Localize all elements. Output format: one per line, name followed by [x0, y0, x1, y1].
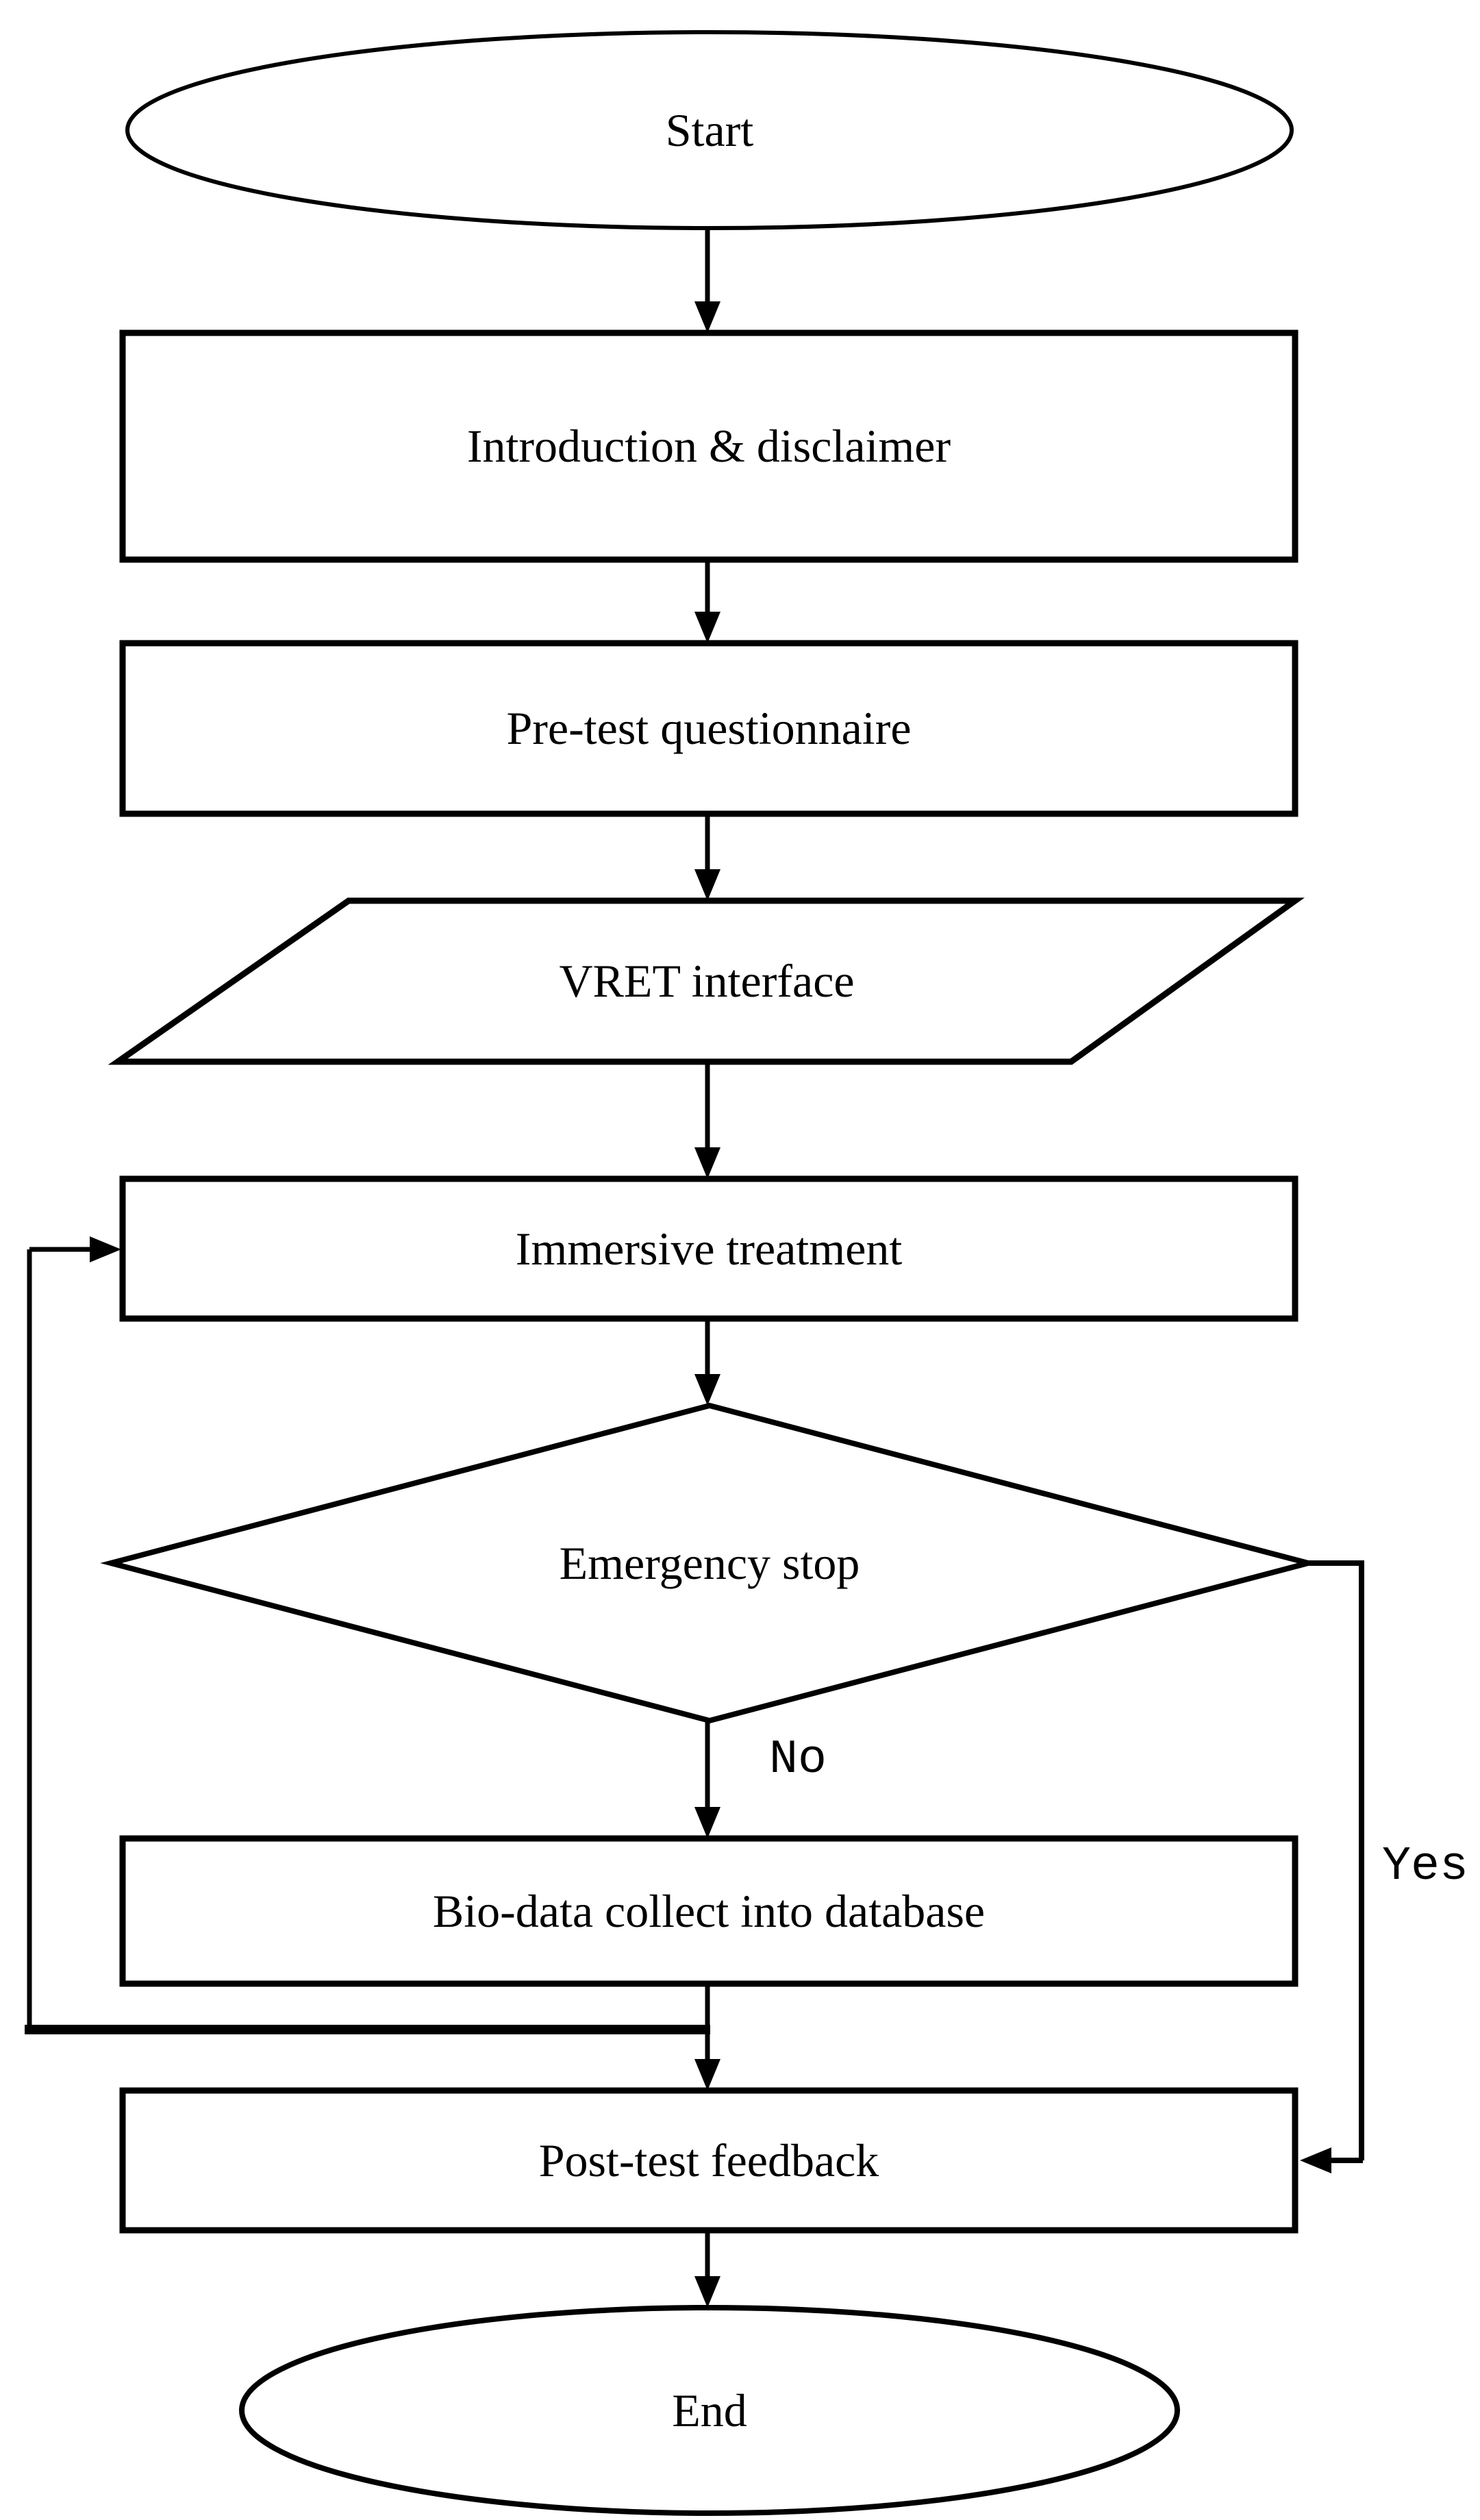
emergency-label: Emergency stop	[559, 1537, 860, 1589]
posttest-process-shape	[119, 2087, 1299, 2234]
edge-emergency-yes-to-posttest	[1300, 1560, 1364, 2173]
arrow-biodata-to-posttest	[694, 1982, 720, 2091]
end-label: End	[672, 2384, 747, 2436]
pretest-process-shape	[119, 640, 1299, 817]
biodata-label: Bio-data collect into database	[432, 1885, 986, 1937]
immersive-process-shape	[119, 1175, 1299, 1322]
arrow-immersive-to-emergency	[694, 1316, 720, 1406]
arrow-posttest-to-end	[694, 2228, 720, 2308]
pretest-label: Pre-test questionnaire	[506, 702, 912, 754]
introduction-process-shape	[119, 329, 1299, 563]
biodata-process-shape	[119, 1835, 1299, 1987]
emergency-decision-shape	[100, 1402, 1319, 1724]
arrow-start-to-introduction	[694, 226, 720, 333]
immersive-label: Immersive treatment	[515, 1223, 903, 1275]
arrow-introduction-to-pretest	[694, 557, 720, 643]
vret-label: VRET interface	[559, 955, 855, 1007]
start-terminator-shape	[125, 30, 1294, 230]
no-edge-label: No	[768, 1733, 827, 1787]
end-terminator-shape	[239, 2305, 1180, 2516]
loop-biodata-to-immersive	[25, 1236, 710, 2034]
posttest-label: Post-test feedback	[538, 2134, 879, 2186]
introduction-label: Introduction & disclaimer	[466, 420, 951, 472]
arrow-vret-to-immersive	[694, 1059, 720, 1179]
vret-parallelogram-shape	[108, 897, 1305, 1065]
yes-edge-label: Yes	[1381, 1840, 1469, 1894]
arrow-pretest-to-vret	[694, 811, 720, 901]
start-label: Start	[665, 104, 754, 156]
arrow-emergency-no-to-biodata	[694, 1719, 720, 1838]
